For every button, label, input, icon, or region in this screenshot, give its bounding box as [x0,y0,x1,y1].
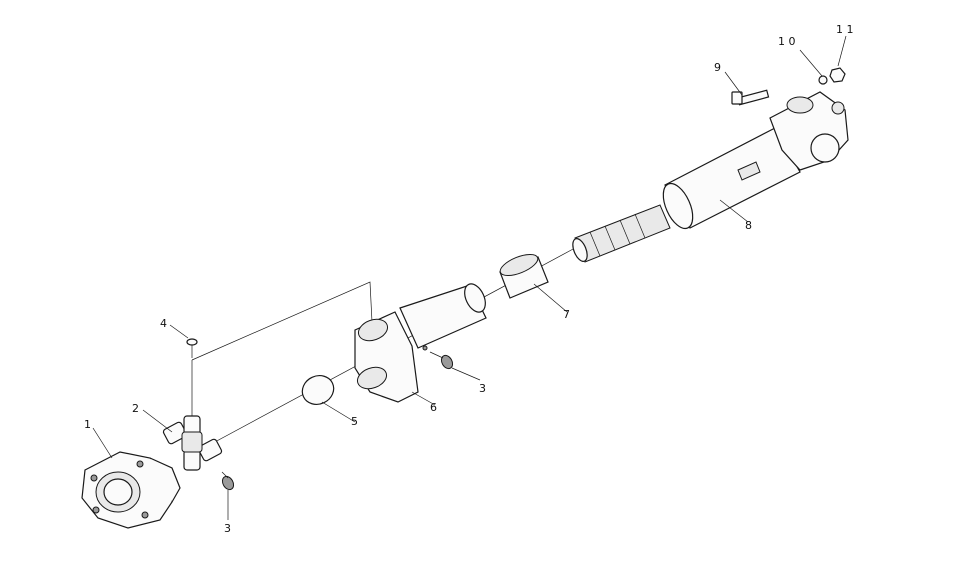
callout-8: 8 [745,219,752,232]
callout-10: 1 0 [778,35,796,48]
bolt [731,89,770,106]
universal-joint-cross [162,415,223,471]
grease-fitting-upper [429,351,454,370]
callout-4: 4 [160,317,167,330]
splined-shaft [572,204,671,263]
washer [818,75,828,85]
rear-yoke-assembly [769,91,849,171]
sleeve-boot [499,253,549,299]
callout-5: 5 [351,415,358,428]
callout-3-upper: 3 [479,382,486,395]
callout-2: 2 [132,402,139,415]
callout-6: 6 [430,401,437,414]
driveshaft-tube [662,127,801,230]
dust-cap-disc [301,375,335,405]
callout-3-lower: 3 [224,522,231,535]
grease-fitting-lower [221,471,235,491]
slip-yoke [354,283,487,403]
callout-1: 1 [84,418,91,431]
reference-line [191,281,373,361]
snap-ring [186,338,198,346]
callout-9: 9 [714,61,721,74]
nut [829,67,846,83]
leader-lines [92,35,847,520]
callout-7: 7 [563,308,570,321]
flange-yoke [81,451,181,529]
callout-11: 1 1 [836,23,854,36]
